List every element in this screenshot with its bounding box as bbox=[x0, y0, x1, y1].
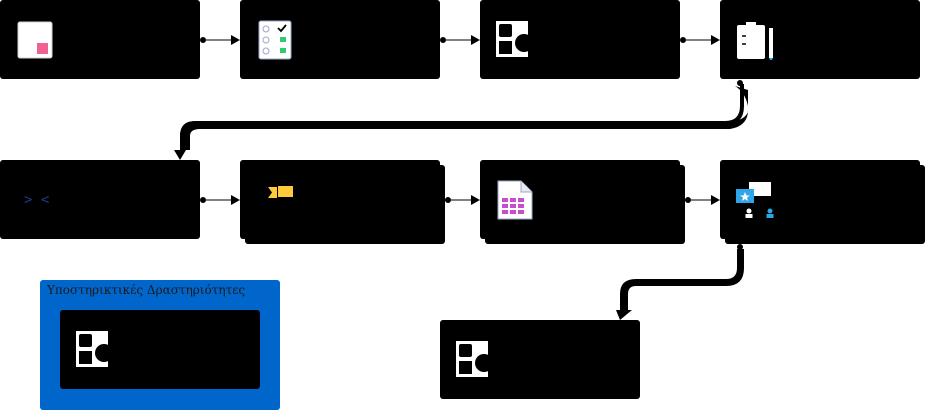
document-icon bbox=[17, 21, 53, 59]
group-title: Υποστηρικτικές Δραστηριότητες bbox=[47, 283, 246, 297]
step-5-box[interactable]: > < bbox=[0, 160, 200, 239]
shapes-icon bbox=[456, 341, 493, 377]
edge-5-6 bbox=[200, 195, 240, 205]
step-7-box[interactable] bbox=[480, 160, 680, 239]
checklist-icon bbox=[258, 20, 292, 60]
shapes-icon bbox=[76, 331, 113, 367]
tag-icon bbox=[268, 186, 293, 198]
shapes-icon bbox=[496, 21, 533, 57]
spreadsheet-icon bbox=[497, 180, 533, 220]
step-9-box[interactable] bbox=[440, 320, 640, 399]
chat-people-icon bbox=[736, 182, 774, 218]
support-activities-group: Υποστηρικτικές Δραστηριότητες bbox=[40, 280, 280, 410]
step-8-box[interactable] bbox=[720, 160, 920, 239]
clipboard-pencil-icon bbox=[737, 22, 773, 60]
step-1-box[interactable] bbox=[0, 0, 200, 79]
step-6-box[interactable] bbox=[240, 160, 440, 239]
edge-1-2 bbox=[200, 35, 240, 45]
step-2-box[interactable] bbox=[240, 0, 440, 79]
step-3-box[interactable] bbox=[480, 0, 680, 79]
edge-8-9 bbox=[616, 244, 744, 320]
step-4-box[interactable] bbox=[720, 0, 920, 79]
edge-2-3 bbox=[440, 35, 480, 45]
edge-7-8 bbox=[685, 195, 720, 205]
code-icon: > < bbox=[24, 192, 50, 208]
edge-6-7 bbox=[445, 195, 480, 205]
edge-3-4 bbox=[680, 35, 720, 45]
edge-4-5 bbox=[174, 80, 748, 160]
support-step-box[interactable] bbox=[60, 310, 260, 389]
